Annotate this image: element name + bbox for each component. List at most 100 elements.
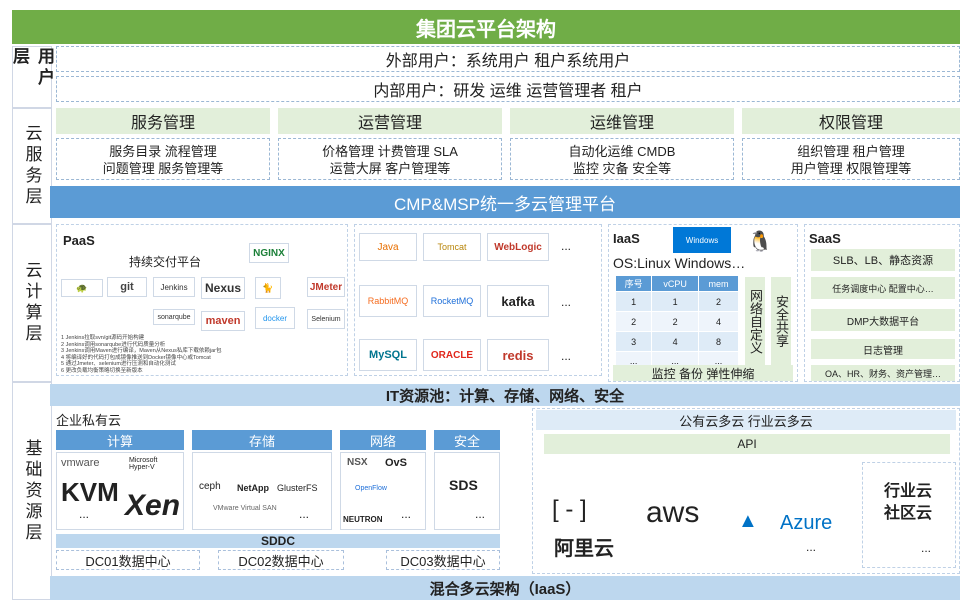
azure-logo: Azure xyxy=(780,512,833,534)
layer-label-infrastructure: 基础资源层 xyxy=(12,382,52,600)
maint-mgmt-line2: 监控 灾备 安全等 xyxy=(572,161,672,176)
network-ellipsis: ... xyxy=(401,507,412,521)
paas-note: 2 Jenkins调用sonarqube进行代码质量分析 xyxy=(61,341,166,348)
middleware-ellipsis: ... xyxy=(561,349,572,363)
rabbitmq-logo: RabbitMQ xyxy=(359,285,417,317)
docker-logo: docker xyxy=(255,307,295,329)
rocketmq-logo: RocketMQ xyxy=(423,285,481,317)
table-cell: 4 xyxy=(697,311,740,332)
iaas-network: 网络自定义 xyxy=(745,277,765,365)
xen-logo: Xen xyxy=(125,489,181,522)
security-ellipsis: ... xyxy=(475,507,486,521)
maint-mgmt-body: 自动化运维 CMDB 监控 灾备 安全等 xyxy=(510,138,734,180)
middleware-panel: Java Tomcat WebLogic ... RabbitMQ Rocket… xyxy=(354,224,602,376)
it-resource-pool-bar: IT资源池：计算、存储、网络、安全 xyxy=(50,384,960,406)
table-cell: 2 xyxy=(651,311,699,332)
paas-notes: 1 Jenkins拉取svn/git源码开始构建 2 Jenkins调用sona… xyxy=(61,335,345,374)
layer-label-cloud-compute: 云计算层 xyxy=(12,224,52,382)
saas-item: SLB、LB、静态资源 xyxy=(811,249,955,271)
industry-cloud-box: 行业云 社区云 ... xyxy=(862,462,956,568)
sds-logo: SDS xyxy=(449,477,478,493)
dc01: DC01数据中心 xyxy=(56,550,200,570)
layer-label-user: 用户层 xyxy=(10,46,54,108)
dc03: DC03数据中心 xyxy=(386,550,500,570)
public-cloud-ellipsis: ... xyxy=(806,540,817,554)
saas-title: SaaS xyxy=(809,231,841,246)
security-box: SDS ... xyxy=(434,452,500,530)
maven-logo: maven xyxy=(201,311,245,331)
table-cell: 4 xyxy=(651,331,699,352)
network-title: 网络 xyxy=(340,430,426,450)
auth-mgmt-title: 权限管理 xyxy=(742,108,960,134)
layer-label-cloud-service: 云服务层 xyxy=(12,108,52,224)
service-mgmt-body: 服务目录 流程管理 问题管理 服务管理等 xyxy=(56,138,270,180)
saas-item: DMP大数据平台 xyxy=(811,309,955,331)
openflow-logo: OpenFlow xyxy=(355,485,387,492)
ceph-logo: ceph xyxy=(199,481,221,492)
maint-mgmt-line1: 自动化运维 CMDB xyxy=(568,144,676,159)
compute-box: vmware Microsoft Hyper-V KVM Xen ... xyxy=(56,452,184,530)
api-bar: API xyxy=(544,434,950,454)
redis-logo: redis xyxy=(487,339,549,371)
table-cell: 2 xyxy=(697,291,740,312)
saas-item: 任务调度中心 配置中心… xyxy=(811,277,955,299)
table-header: 序号 xyxy=(614,275,653,292)
selenium-logo: Selenium xyxy=(307,309,345,329)
linux-penguin-icon: 🐧 xyxy=(747,230,773,253)
aws-logo: aws xyxy=(646,496,700,529)
saas-item: 日志管理 xyxy=(811,339,955,359)
service-mgmt-line1: 服务目录 流程管理 xyxy=(109,144,217,159)
nsx-logo: NSX xyxy=(347,457,368,468)
iaas-security: 安全共享 xyxy=(771,277,791,365)
paas-note: 6 更改负载均衡策略切换至新版本 xyxy=(61,367,143,374)
tomcat-logo: Tomcat xyxy=(423,233,481,261)
private-cloud-title: 企业私有云 xyxy=(56,413,122,428)
weblogic-logo: WebLogic xyxy=(487,233,549,261)
ovs-logo: OvS xyxy=(385,457,408,469)
cmp-platform-bar: CMP&MSP统一多云管理平台 xyxy=(50,186,960,218)
compute-ellipsis: ... xyxy=(79,507,90,521)
page-title: 集团云平台架构 xyxy=(12,10,960,44)
auth-mgmt-line2: 用户管理 权限管理等 xyxy=(790,161,912,176)
hyperv-logo: Microsoft Hyper-V xyxy=(129,457,158,471)
table-header: mem xyxy=(697,275,740,292)
compute-title: 计算 xyxy=(56,430,184,450)
kafka-logo: kafka xyxy=(487,285,549,317)
network-box: NSX OvS OpenFlow NEUTRON ... xyxy=(340,452,426,530)
public-cloud-title: 公有云多云 行业云多云 xyxy=(536,410,956,430)
windows-logo: Windows xyxy=(673,227,731,253)
storage-box: ceph NetApp GlusterFS VMware Virtual SAN… xyxy=(192,452,332,530)
aliyun-logo: 阿里云 xyxy=(554,538,614,560)
git-logo: git xyxy=(107,277,147,297)
table-cell: 2 xyxy=(614,311,653,332)
vsan-logo: VMware Virtual SAN xyxy=(213,505,277,512)
storage-ellipsis: ... xyxy=(299,507,310,521)
security-title: 安全 xyxy=(434,430,500,450)
storage-title: 存储 xyxy=(192,430,332,450)
iaas-spec-table: 序号 vCPU mem 1 1 2 2 2 4 3 4 8 ... ... ..… xyxy=(614,275,740,370)
table-cell: 3 xyxy=(614,331,653,352)
middleware-ellipsis: ... xyxy=(561,295,572,309)
ops-mgmt-line2: 运营大屏 客户管理等 xyxy=(329,161,451,176)
nexus-logo: Nexus xyxy=(201,277,245,299)
sonarqube-logo: sonarqube xyxy=(153,309,195,325)
paas-subtitle: 持续交付平台 xyxy=(129,255,202,269)
oracle-logo: ORACLE xyxy=(423,339,481,371)
industry-ellipsis: ... xyxy=(921,541,932,555)
internal-users: 内部用户：研发 运维 运营管理者 租户 xyxy=(56,76,960,102)
maint-mgmt-title: 运维管理 xyxy=(510,108,734,134)
dc02: DC02数据中心 xyxy=(218,550,344,570)
iaas-title: IaaS xyxy=(613,231,640,246)
paas-note: 5 通过Jmeter、selenium进行压测和自动化测试 xyxy=(61,361,176,367)
saas-item: OA、HR、财务、资产管理… xyxy=(811,365,955,381)
paas-note: 3 Jenkins调用Maven进行编译，Maven从Nexus私库下载依赖ja… xyxy=(61,348,222,354)
paas-panel: PaaS 持续交付平台 NGINX 🐢 git Jenkins Nexus 🐈 … xyxy=(56,224,348,376)
netapp-logo: NetApp xyxy=(237,483,269,493)
paas-title: PaaS xyxy=(63,233,95,248)
ops-mgmt-title: 运营管理 xyxy=(278,108,502,134)
azure-icon: ▲ xyxy=(738,510,758,532)
table-cell: 1 xyxy=(651,291,699,312)
ops-mgmt-body: 价格管理 计费管理 SLA 运营大屏 客户管理等 xyxy=(278,138,502,180)
iaas-panel: IaaS Windows 🐧 OS:Linux Windows… 序号 vCPU… xyxy=(608,224,798,382)
service-mgmt-line2: 问题管理 服务管理等 xyxy=(102,161,224,176)
